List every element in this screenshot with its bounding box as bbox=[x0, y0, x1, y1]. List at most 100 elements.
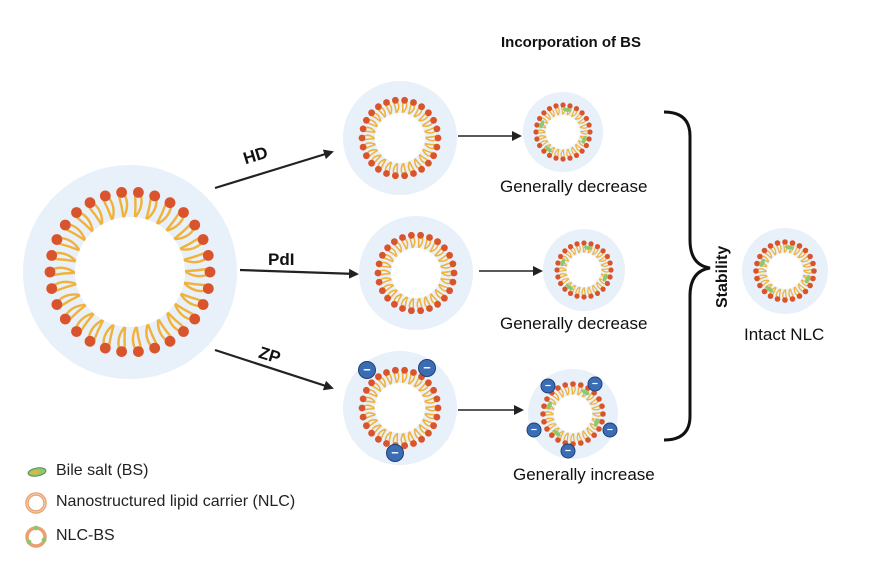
nlc-pdi-lipid-head bbox=[417, 231, 424, 239]
nlc-pdi-lipid-head bbox=[441, 294, 448, 302]
nlc-intact-lipid-head bbox=[754, 260, 760, 267]
nlc-bs-pdi-lipid-head bbox=[588, 241, 594, 247]
nlc-pdi-lipid-head bbox=[379, 287, 386, 295]
nlc-bs-hd-lipid-head bbox=[553, 103, 559, 109]
nlc-main-lipid-head bbox=[197, 299, 209, 310]
nlc-hd-lipid-head bbox=[375, 103, 382, 111]
nlc-main-lipid-head bbox=[71, 207, 82, 218]
nlc-bs-hd-lipid-head bbox=[587, 129, 593, 135]
nlc-zp-lipid-head bbox=[425, 379, 432, 387]
nlc-bs-zp-lipid-head bbox=[596, 426, 602, 432]
nlc-bs-pdi-lipid-head bbox=[608, 267, 614, 273]
svg-text:−: − bbox=[565, 445, 571, 457]
nlc-bs-zp-lipid-head bbox=[585, 437, 591, 443]
nlc-hd-lipid-head bbox=[418, 103, 425, 111]
nlc-intact-lipid-head bbox=[802, 247, 809, 254]
nlc-bs-hd-lipid-head bbox=[583, 115, 590, 122]
nlc-bs-zp-lipid-head bbox=[578, 440, 584, 446]
nlc-pdi-lipid-head bbox=[417, 307, 424, 315]
nlc-bs-hd-lipid-head bbox=[546, 106, 553, 112]
nlc-intact-lipid-head bbox=[757, 253, 763, 260]
nlc-zp-lipid-head bbox=[368, 429, 375, 437]
bile-salt-molecule bbox=[566, 284, 573, 291]
nlc-intact-lipid-head bbox=[796, 243, 803, 249]
nlc-main-lipid-head bbox=[44, 266, 56, 278]
nlc-zp-lipid-head bbox=[363, 386, 370, 394]
nlc-main-lipid-head bbox=[59, 313, 71, 325]
nlc-zp-lipid-head bbox=[418, 435, 425, 443]
nlc-hd-lipid-head bbox=[383, 170, 390, 177]
nlc-bs-pdi-lipid-head bbox=[581, 294, 587, 300]
nlc-pdi-core bbox=[391, 248, 441, 298]
hd-outcome-label: Generally decrease bbox=[500, 177, 648, 196]
nlc-zp-lipid-head bbox=[392, 366, 399, 374]
nlc-bs-hd-lipid-head bbox=[560, 156, 566, 162]
nlc-bs-pdi-lipid-head bbox=[574, 293, 580, 299]
nlc-main-lipid-head bbox=[178, 207, 189, 218]
nlc-zp-lipid-head bbox=[410, 440, 417, 447]
nlc-hd-lipid-head bbox=[368, 109, 375, 117]
nlc-intact-lipid-head bbox=[782, 297, 788, 303]
nlc-bs-pdi-core bbox=[567, 253, 601, 287]
nlc-bs-zp-lipid-head bbox=[540, 411, 546, 417]
nlc-bs-zp-lipid-head bbox=[544, 396, 550, 402]
nlc-bs-hd-lipid-head bbox=[537, 142, 543, 149]
negative-charge-icon: − bbox=[526, 422, 542, 438]
nlc-intact-lipid-head bbox=[757, 282, 763, 289]
nlc-bs-pdi-lipid-head bbox=[562, 248, 568, 254]
nlc-zp-lipid-head bbox=[358, 404, 366, 412]
negative-charge-icon: − bbox=[587, 376, 603, 392]
hd-arrow bbox=[214, 149, 334, 190]
nlc-bs-zp-lipid-head bbox=[555, 385, 561, 391]
nlc-bs-pdi bbox=[554, 240, 614, 300]
arrows-group bbox=[214, 131, 543, 415]
nlc-zp-lipid-head bbox=[430, 386, 437, 394]
nlc-zp-lipid-head bbox=[375, 435, 382, 443]
nlc-main-lipid-head bbox=[51, 299, 63, 310]
bile-salt-molecule bbox=[562, 107, 572, 112]
nlc-pdi-lipid-head bbox=[391, 238, 398, 246]
nlc-intact-lipid-head bbox=[807, 282, 813, 289]
nlc-bs-hd-lipid-head bbox=[534, 122, 540, 128]
bile-salt-molecule bbox=[784, 245, 794, 250]
nlc-main-lipid-head bbox=[178, 326, 189, 337]
nlc-main-lipid-head bbox=[189, 219, 201, 231]
nlc-hd-lipid-head bbox=[359, 143, 367, 151]
nlc-bs-hd-lipid-head bbox=[537, 115, 543, 122]
nlc-bs-hd-lipid-head bbox=[573, 152, 580, 158]
nlc-hd-lipid-head bbox=[418, 165, 425, 173]
nlc-intact-lipid-head bbox=[802, 288, 809, 295]
nlc-pdi-lipid-head bbox=[434, 238, 441, 246]
svg-text:−: − bbox=[592, 378, 598, 390]
nlc-bs-pdi-lipid-head bbox=[558, 280, 564, 287]
nlc-bs-hd-lipid-head bbox=[586, 122, 592, 128]
nlc-zp-lipid-head bbox=[401, 442, 408, 450]
nlc-bs-pdi-lipid-head bbox=[594, 290, 601, 296]
nlc-pdi-lipid-head bbox=[384, 294, 391, 302]
pdi-label: PdI bbox=[268, 250, 295, 269]
nlc-zp-lipid-head bbox=[430, 422, 437, 430]
nlc-bs-hd-lipid-head bbox=[541, 110, 547, 116]
nlc-main-lipid-head bbox=[84, 335, 96, 347]
nlc-intact-lipid-head bbox=[774, 240, 781, 246]
nlc-bs-pdi-lipid-head bbox=[555, 260, 561, 266]
nlc-zp-lipid-head bbox=[425, 429, 432, 437]
nlc-hd-lipid-head bbox=[401, 172, 408, 180]
nlc-main-lipid-head bbox=[59, 219, 71, 231]
nlc-hd-lipid-head bbox=[430, 152, 437, 160]
nlc-bs-pdi-lipid-head bbox=[604, 253, 611, 260]
nlc-bs-zp-lipid-head bbox=[600, 411, 606, 417]
zp-arrow bbox=[214, 348, 334, 391]
svg-text:−: − bbox=[545, 380, 551, 392]
nlc-bs-zp-lipid-head bbox=[541, 419, 547, 425]
nlc-pdi-lipid-head bbox=[408, 307, 415, 315]
nlc-bs-pdi-lipid-head bbox=[604, 280, 611, 287]
nlc-bs-pdi-lipid-head bbox=[562, 286, 568, 292]
nlc-pdi-lipid-head bbox=[449, 278, 457, 286]
nlc-bs-pdi-lipid-head bbox=[600, 248, 606, 254]
nlc-bs-pdi-lipid-head bbox=[555, 274, 561, 280]
nlc-bs-hd-lipid-head bbox=[553, 155, 559, 161]
stability-brace bbox=[663, 110, 711, 442]
nlc-intact-lipid-head bbox=[774, 296, 781, 302]
